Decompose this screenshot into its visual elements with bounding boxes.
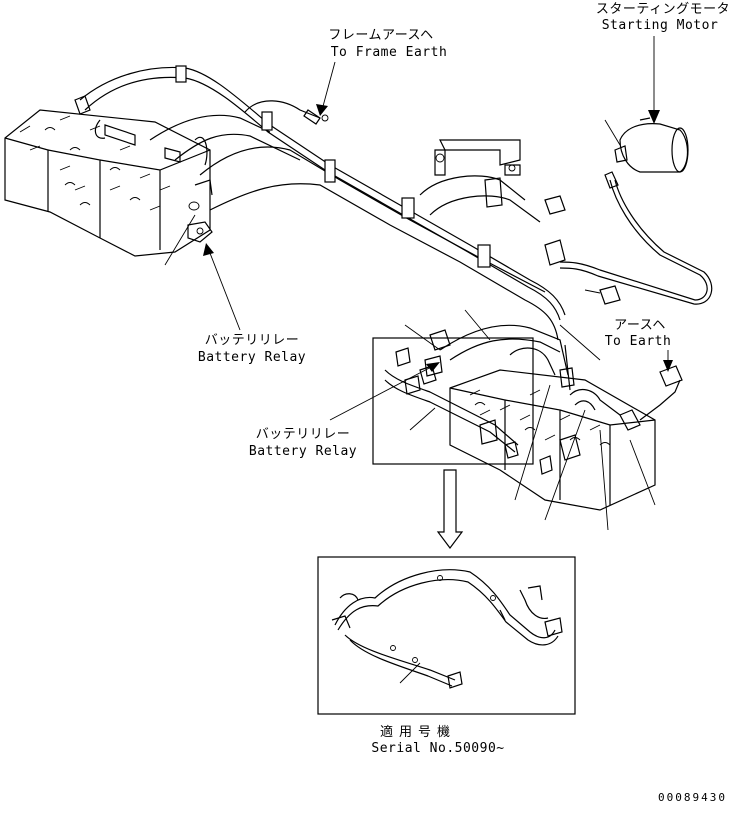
lower-batteries xyxy=(449,365,683,511)
starting-motor xyxy=(544,117,713,305)
serial-label-en: Serial No.50090~ xyxy=(371,741,505,756)
earth-label-jp: アースヘ xyxy=(614,318,666,333)
upper-batteries xyxy=(4,95,213,257)
drawing-number: 00089430 xyxy=(658,791,727,804)
battery-relay-upper-label-jp: バッテリリレー xyxy=(204,333,300,348)
starting-motor-label-jp: スターティングモータ xyxy=(595,2,731,17)
upper-harness xyxy=(79,65,566,341)
battery-relay-lower-label-en: Battery Relay xyxy=(248,444,358,459)
leader-lines xyxy=(203,36,673,421)
earth-label-en: To Earth xyxy=(604,334,672,349)
mounting-bracket xyxy=(419,139,621,305)
inset-harness xyxy=(317,556,576,715)
battery-relay-upper xyxy=(164,214,213,266)
battery-relay-lower-label-jp: バッテリリレー xyxy=(255,427,351,442)
serial-label-jp: 適用号機 xyxy=(379,725,457,740)
down-arrow xyxy=(436,469,464,549)
relay-detail-box xyxy=(372,337,534,465)
frame-earth-label-jp: フレームアースヘ xyxy=(328,28,434,43)
frame-earth-label-en: To Frame Earth xyxy=(330,45,448,60)
starting-motor-label-en: Starting Motor xyxy=(601,18,719,33)
battery-relay-upper-label-en: Battery Relay xyxy=(197,350,307,365)
